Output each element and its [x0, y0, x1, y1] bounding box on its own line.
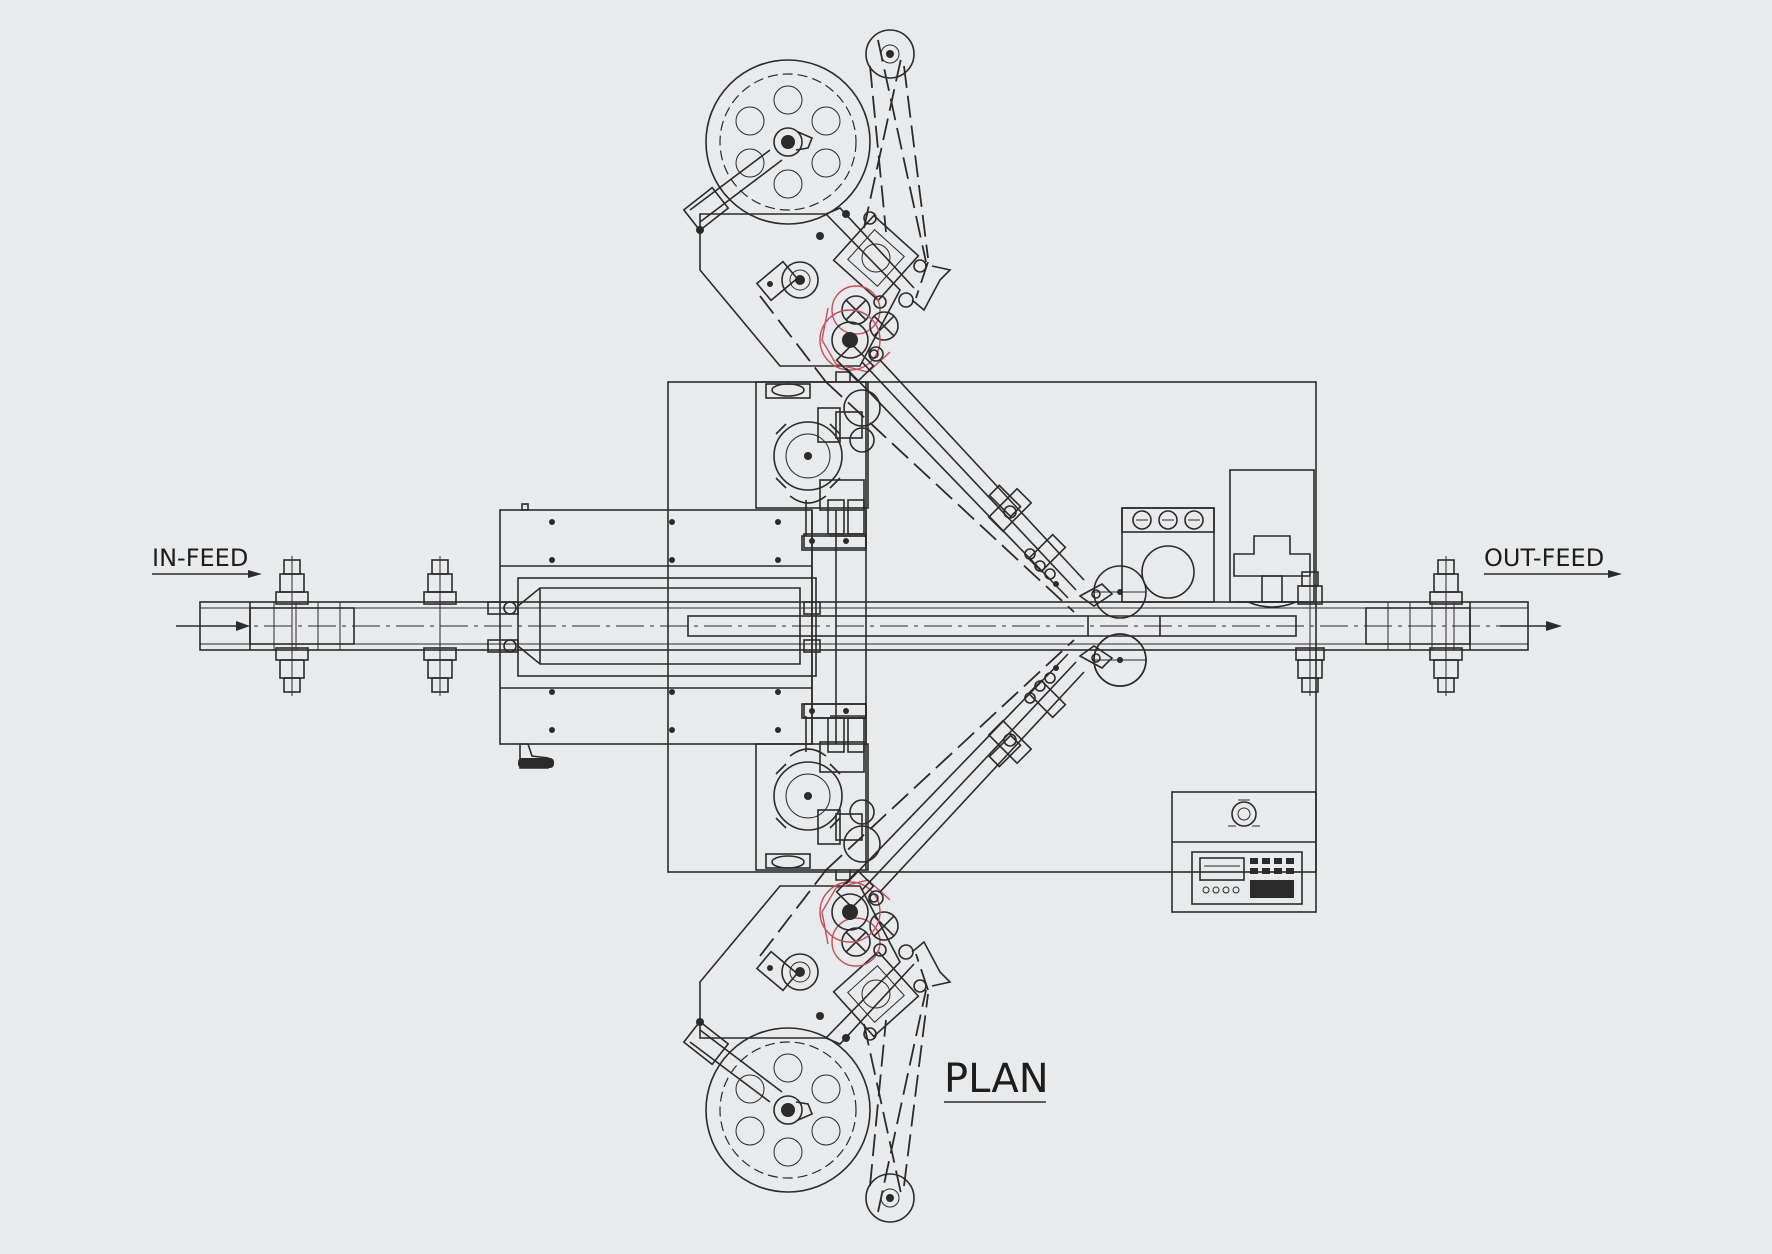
conveyor — [176, 601, 1562, 651]
press-unit — [1093, 507, 1215, 687]
plan-title: PLAN — [944, 1056, 1049, 1102]
outfeed-label-group: OUT-FEED — [1484, 544, 1622, 578]
infeed-label: IN-FEED — [152, 544, 248, 572]
coder-unit — [1229, 469, 1315, 608]
control-panel — [1171, 791, 1317, 913]
base-frame — [667, 381, 1317, 873]
labeller-head-upper — [682, 29, 1147, 619]
outfeed-label: OUT-FEED — [1484, 544, 1604, 572]
labeller-head-lower — [682, 633, 1147, 1223]
conveyor-brackets — [275, 556, 1463, 696]
infeed-unit — [487, 503, 867, 769]
infeed-label-group: IN-FEED — [152, 544, 262, 578]
plan-label-group: PLAN — [944, 1056, 1049, 1103]
